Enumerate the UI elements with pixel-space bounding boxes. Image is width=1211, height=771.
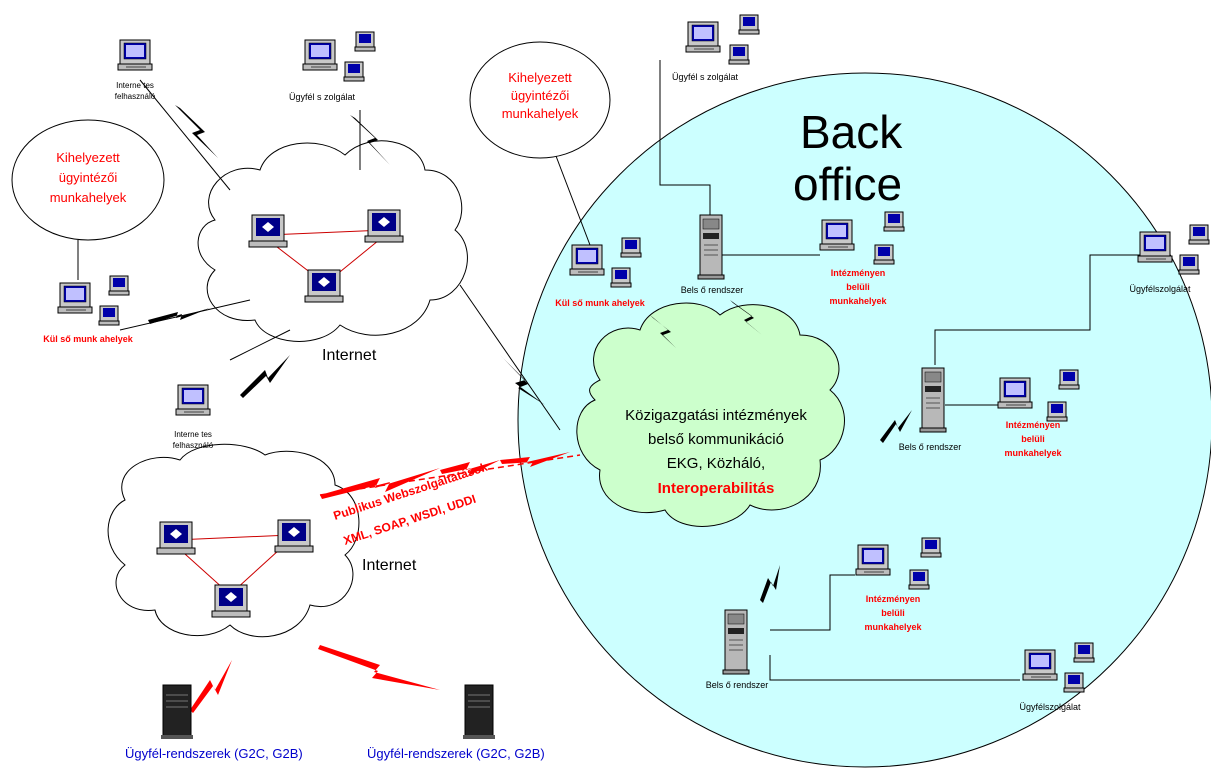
central-cloud-line3: EKG, Közháló, <box>667 455 765 472</box>
internet-node-icon <box>364 209 404 243</box>
inst-label-l3: munkahelyek <box>829 296 887 306</box>
central-cloud-line1: Közigazgatási intézmények <box>625 407 807 424</box>
customer-service-label: Ügyfél s zolgálat <box>289 92 356 102</box>
connection-lines <box>119 60 1140 681</box>
client-systems-label-left: Ügyfél-rendszerek (G2C, G2B) <box>125 746 303 761</box>
customer-service-icon <box>1022 649 1058 681</box>
inst-label-l3: munkahelyek <box>1004 448 1062 458</box>
external-workplace-icon <box>108 275 130 296</box>
internet-user-icon <box>117 39 153 71</box>
institution-workplace-icon <box>855 544 891 576</box>
internet-node-icon <box>211 584 251 618</box>
customer-service-label: Ügyfélszolgálat <box>1129 284 1191 294</box>
inst-label-l2: belüli <box>1021 434 1045 444</box>
outsourced-bubble-left <box>11 119 165 241</box>
customer-service-icon <box>1137 231 1173 263</box>
institution-workplace-icon <box>819 219 855 251</box>
customer-service-icon <box>343 61 365 82</box>
outsourced-left-line2: ügyintézői <box>59 170 118 185</box>
back-office-title-1: Back <box>800 106 903 158</box>
customer-service-icon <box>1073 642 1095 663</box>
external-workplace-icon <box>610 267 632 288</box>
central-cloud <box>576 302 845 527</box>
institution-workplace-icon <box>1058 369 1080 390</box>
external-workplaces-label: Kül ső munk ahelyek <box>43 334 134 344</box>
customer-service-icon <box>1188 224 1210 245</box>
internal-system-label: Bels ő rendszer <box>899 442 962 452</box>
outsourced-label-line2: ügyintézői <box>511 88 570 103</box>
institution-workplace-icon <box>873 244 895 265</box>
internet-user-label1-b: Interne tes <box>174 430 212 439</box>
customer-service-icon <box>685 21 721 53</box>
external-workplace-icon <box>57 282 93 314</box>
back-office-circle <box>517 72 1211 768</box>
institution-workplace-icon <box>883 211 905 232</box>
inst-label-l3: munkahelyek <box>864 622 922 632</box>
client-system-server-icon <box>462 684 496 740</box>
customer-service-icon <box>1063 672 1085 693</box>
customer-service-label: Ügyfélszolgálat <box>1019 702 1081 712</box>
external-workplace-icon <box>98 305 120 326</box>
internal-system-label: Bels ő rendszer <box>706 680 769 690</box>
institution-workplace-icon <box>997 377 1033 409</box>
external-workplace-icon <box>620 237 642 258</box>
internet-label-top: Internet <box>322 347 377 364</box>
internet-cloud-bottom <box>107 443 360 638</box>
internet-cloud-top <box>197 140 468 342</box>
institution-workplace-icon <box>1046 401 1068 422</box>
internet-user-icon <box>175 384 211 416</box>
external-workplace-icon <box>569 244 605 276</box>
internet-node-icon <box>304 269 344 303</box>
external-workplaces-label: Kül ső munk ahelyek <box>555 298 646 308</box>
central-cloud-line2: belső kommunikáció <box>648 431 784 448</box>
back-office-title-2: office <box>793 158 902 210</box>
public-service-dashed-link <box>319 454 581 496</box>
wireless-links <box>148 105 912 603</box>
customer-service-icon <box>354 31 376 52</box>
internet-node-icon <box>248 214 288 248</box>
central-cloud-line4: Interoperabilitás <box>658 480 775 497</box>
inst-label-l1: Intézményen <box>1006 420 1061 430</box>
internal-server-icon <box>722 609 750 675</box>
customer-service-label: Ügyfél s zolgálat <box>672 72 739 82</box>
internet-user-label2-b: felhasználó <box>173 441 214 450</box>
customer-service-icon <box>302 39 338 71</box>
outsourced-bubble-right <box>469 41 611 159</box>
outsourced-label-line1: Kihelyezett <box>508 70 572 85</box>
internet-label-bottom: Internet <box>362 557 417 574</box>
internet-node-icon <box>156 521 196 555</box>
customer-service-icon <box>738 14 760 35</box>
internet-user-label1: Interne tes <box>116 81 154 90</box>
customer-service-icon <box>728 44 750 65</box>
inst-label-l1: Intézményen <box>866 594 921 604</box>
customer-service-icon <box>1178 254 1200 275</box>
outsourced-label-line3: munkahelyek <box>502 106 579 121</box>
client-system-server-icon <box>160 684 194 740</box>
outsourced-left-line1: Kihelyezett <box>56 150 120 165</box>
inst-label-l1: Intézményen <box>831 268 886 278</box>
institution-workplace-icon <box>908 569 930 590</box>
internal-server-icon <box>697 214 725 280</box>
inst-label-l2: belüli <box>846 282 870 292</box>
client-systems-label-right: Ügyfél-rendszerek (G2C, G2B) <box>367 746 545 761</box>
outsourced-left-line3: munkahelyek <box>50 190 127 205</box>
internal-system-label: Bels ő rendszer <box>681 285 744 295</box>
internal-server-icon <box>919 367 947 433</box>
inst-label-l2: belüli <box>881 608 905 618</box>
public-links <box>190 452 570 713</box>
institution-workplace-icon <box>920 537 942 558</box>
internet-node-icon <box>274 519 314 553</box>
internet-user-label2: felhasználó <box>115 92 156 101</box>
